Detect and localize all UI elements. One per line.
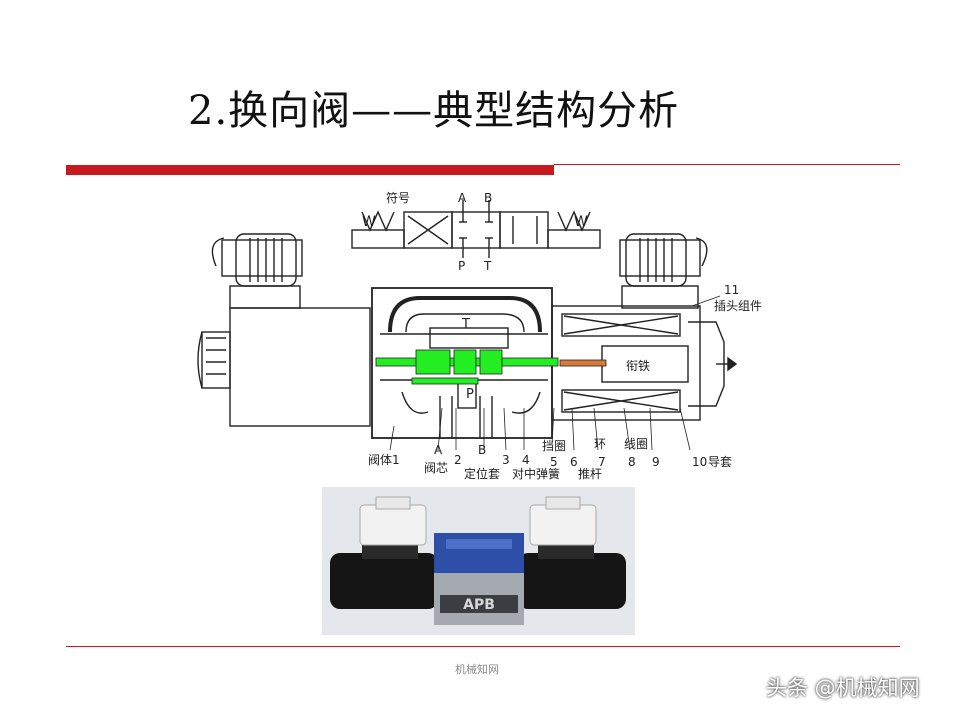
num-5: 5 — [550, 455, 558, 469]
label-coil: 线圈 — [624, 437, 648, 451]
valve-symbol — [351, 200, 601, 258]
symbol-port-t: T — [483, 259, 492, 273]
body-port-p: P — [466, 387, 474, 402]
leader-lines — [389, 295, 721, 451]
footer-text: 机械知网 — [455, 663, 499, 676]
label-ring: 环 — [594, 437, 606, 451]
left-plug-connector — [211, 233, 303, 309]
photo-brand: APB — [463, 597, 495, 613]
spring-label-left: W — [362, 214, 376, 230]
label-a: A — [434, 443, 443, 457]
label-spool: 阀芯 — [424, 461, 448, 475]
num-6: 6 — [570, 455, 578, 469]
num-10: 10 — [692, 455, 707, 469]
right-plug-connector — [619, 233, 708, 309]
valve-photo: APB — [322, 487, 635, 635]
num-2: 2 — [454, 453, 462, 467]
symbol-port-a: A — [458, 191, 467, 205]
pushrod — [559, 359, 607, 367]
num-9: 9 — [652, 455, 660, 469]
valve-body — [371, 287, 553, 439]
armature-label: 衔铁 — [626, 359, 650, 373]
title-underline-line — [554, 164, 900, 165]
num-3: 3 — [502, 453, 510, 467]
watermark: 头条 @机械知网 — [766, 676, 920, 700]
footer-divider — [66, 646, 900, 647]
slide-title: 2.换向阀——典型结构分析 — [188, 88, 680, 134]
spring-label-right: W — [574, 214, 588, 230]
num-1: 1 — [392, 453, 400, 467]
symbol-port-b: B — [484, 191, 492, 205]
num-4: 4 — [522, 453, 530, 467]
right-solenoid — [551, 305, 738, 421]
num-8: 8 — [628, 455, 636, 469]
label-pushrod: 推杆 — [578, 467, 602, 481]
body-port-t: T — [461, 317, 470, 332]
label-guide-sleeve: 导套 — [708, 455, 732, 469]
label-stop-ring: 挡圈 — [542, 439, 566, 453]
label-center-spring: 对中弹簧 — [512, 466, 560, 481]
title-underline-bar — [66, 165, 554, 175]
label-positioning-sleeve: 定位套 — [464, 466, 500, 481]
num-7: 7 — [598, 455, 606, 469]
spool — [375, 349, 559, 385]
valve-structure-diagram: 符号 A B P T W W T P 衔铁 插头组件 11 阀体 1 A 阀芯 … — [197, 190, 762, 481]
plug-assembly-label: 插头组件 — [714, 299, 762, 313]
label-valve-body: 阀体 — [368, 453, 392, 467]
symbol-port-p: P — [458, 259, 465, 273]
label-b: B — [478, 443, 486, 457]
symbol-label: 符号 — [386, 190, 410, 205]
num-11: 11 — [724, 283, 739, 297]
left-solenoid-housing — [197, 307, 371, 427]
